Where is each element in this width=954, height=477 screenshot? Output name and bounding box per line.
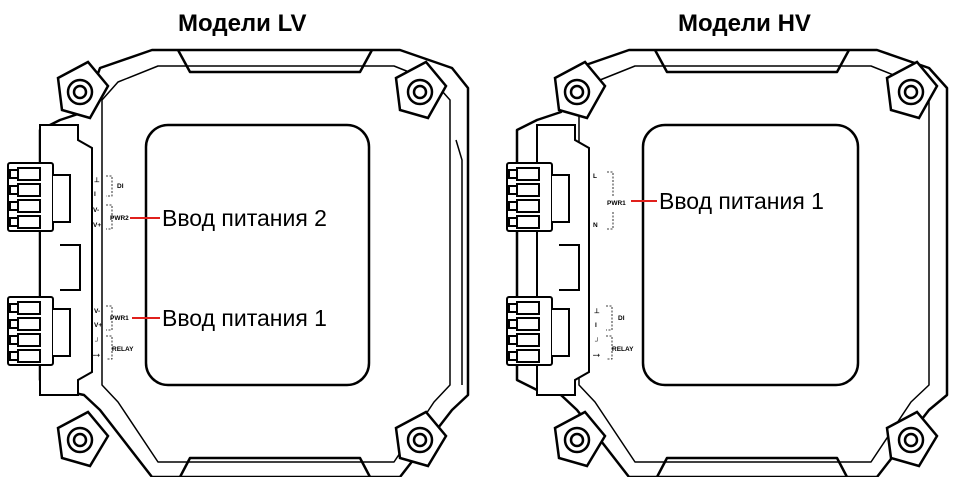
lv-group-pwr2: PWR2 — [110, 215, 129, 222]
lv-mount-ear-br — [394, 410, 448, 468]
lv-group-pwr1: PWR1 — [110, 315, 129, 322]
lv-housing-inner — [101, 65, 451, 463]
hv-callout: Ввод питания 1 — [659, 188, 824, 214]
hv-window — [641, 123, 860, 387]
lv-pin-bot-3: ⤍ — [93, 352, 100, 359]
lv-group-relay: RELAY — [112, 346, 134, 353]
lv-mount-ear-tl — [56, 60, 110, 120]
hv-group-pwr1: PWR1 — [607, 200, 626, 207]
lv-mount-ear-tr — [394, 60, 448, 120]
lv-top-notch — [176, 49, 374, 74]
lv-mount-ear-bl — [56, 410, 110, 468]
hv-top-notch — [653, 49, 851, 74]
lv-callout-top: Ввод питания 2 — [162, 205, 327, 231]
hv-pin-bot-3: ⤍ — [593, 352, 600, 359]
lv-right-ridge — [455, 139, 463, 385]
lv-pin-top-1: I — [94, 191, 96, 198]
hv-housing-inner — [578, 65, 930, 463]
hv-title: Модели HV — [678, 10, 811, 37]
lv-pin-top-2: V- — [93, 207, 99, 214]
hv-mount-ear-br — [885, 410, 939, 468]
hv-mount-ear-tl — [553, 60, 607, 120]
lv-callout-bottom: Ввод питания 1 — [162, 305, 327, 331]
hv-group-relay: RELAY — [612, 346, 634, 353]
hv-bottom-notch — [655, 456, 849, 477]
lv-bottom-notch — [178, 456, 372, 477]
lv-pin-bot-1: V+ — [94, 322, 102, 329]
hv-pin-bot-1: I — [595, 322, 597, 329]
hv-group-di: DI — [618, 315, 625, 322]
hv-pin-top-0: L — [593, 173, 597, 180]
hv-pin-bot-0: ⊥ — [594, 307, 600, 315]
lv-pin-top-0: ⊥ — [94, 176, 100, 184]
lv-pin-bot-0: V- — [94, 308, 100, 315]
hv-device-diagram: L N PWR1 ⊥ I ┘ ⤍ DI RELAY Ввод питания 1 — [506, 48, 949, 477]
hv-housing-outline — [515, 48, 949, 477]
hv-mount-ear-bl — [553, 410, 607, 468]
lv-housing-outline — [38, 48, 470, 477]
lv-device-diagram: ⊥ I V- V+ DI PWR2 V- V+ ┘ ⤍ PWR1 RELAY В… — [7, 48, 470, 477]
lv-window — [144, 123, 371, 387]
hv-pin-bot-2: ┘ — [594, 337, 600, 345]
hv-mount-ear-tr — [885, 60, 939, 120]
hv-pin-top-1: N — [593, 222, 598, 229]
lv-pin-bot-2: ┘ — [94, 337, 100, 345]
lv-pin-top-3: V+ — [93, 222, 101, 229]
lv-title: Модели LV — [178, 10, 307, 37]
lv-group-di: DI — [117, 183, 124, 190]
